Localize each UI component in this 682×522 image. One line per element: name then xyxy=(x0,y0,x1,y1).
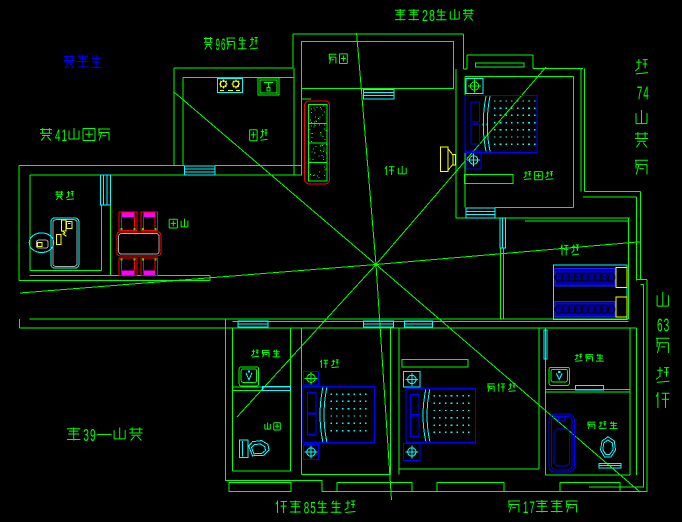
svg-text:3: 3 xyxy=(664,316,670,336)
svg-text:3: 3 xyxy=(83,425,89,445)
svg-text:5: 5 xyxy=(310,499,316,518)
svg-text:4: 4 xyxy=(55,126,61,145)
svg-text:1: 1 xyxy=(523,498,529,517)
svg-text:7: 7 xyxy=(529,498,535,517)
svg-text:8: 8 xyxy=(304,499,310,518)
svg-text:9: 9 xyxy=(216,35,221,54)
svg-text:1: 1 xyxy=(62,126,68,145)
svg-text:6: 6 xyxy=(657,316,663,336)
svg-text:4: 4 xyxy=(643,84,649,104)
svg-text:9: 9 xyxy=(90,425,96,445)
svg-text:6: 6 xyxy=(221,35,226,54)
svg-text:2: 2 xyxy=(422,8,428,25)
svg-text:8: 8 xyxy=(429,8,435,25)
svg-text:7: 7 xyxy=(637,84,643,104)
